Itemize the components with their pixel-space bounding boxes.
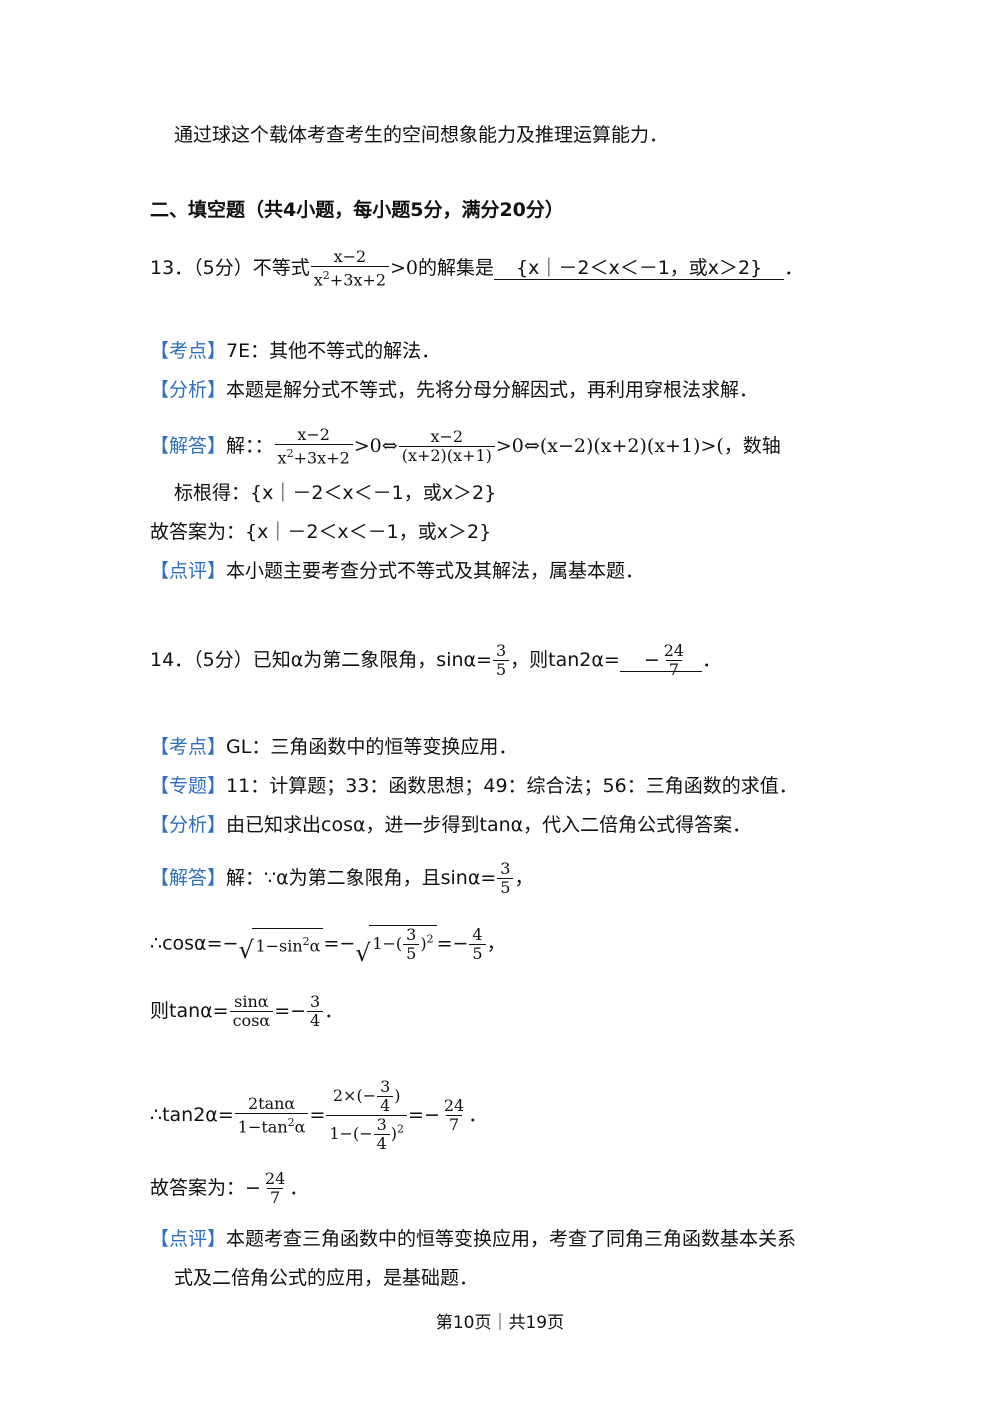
answer-blank: {x｜－2＜x＜－1，或x＞2} [494,257,785,281]
kaodian-line: 【考点】GL：三角函数中的恒等变换应用． [150,736,518,758]
fenxi-line: 【分析】由已知求出cosα，进一步得到tanα，代入二倍角公式得答案． [150,814,752,836]
text-line: 故答案为：{x｜－2＜x＜－1，或x＞2} [150,521,492,543]
dianping-line: 【点评】本小题主要考查分式不等式及其解法，属基本题． [150,560,645,582]
section-heading: 二、填空题（共4小题，每小题5分，满分20分） [150,199,564,221]
text-line: 标根得：{x｜－2＜x＜－1，或x＞2} [174,482,497,504]
fenxi-line: 【分析】本题是解分式不等式，先将分母分解因式，再利用穿根法求解． [150,379,759,401]
zhuanti-line: 【专题】11：计算题；33：函数思想；49：综合法；56：三角函数的求值． [150,775,798,797]
text-line: 式及二倍角公式的应用，是基础题． [174,1267,479,1289]
page-footer: 第10页｜共19页 [435,1313,565,1333]
kaodian-line: 【考点】7E：其他不等式的解法． [150,340,441,362]
text-line: 通过球这个载体考查考生的空间想象能力及推理运算能力． [174,124,669,146]
dianping-line: 【点评】本题考查三角函数中的恒等变换应用，考查了同角三角函数基本关系 [150,1228,797,1250]
